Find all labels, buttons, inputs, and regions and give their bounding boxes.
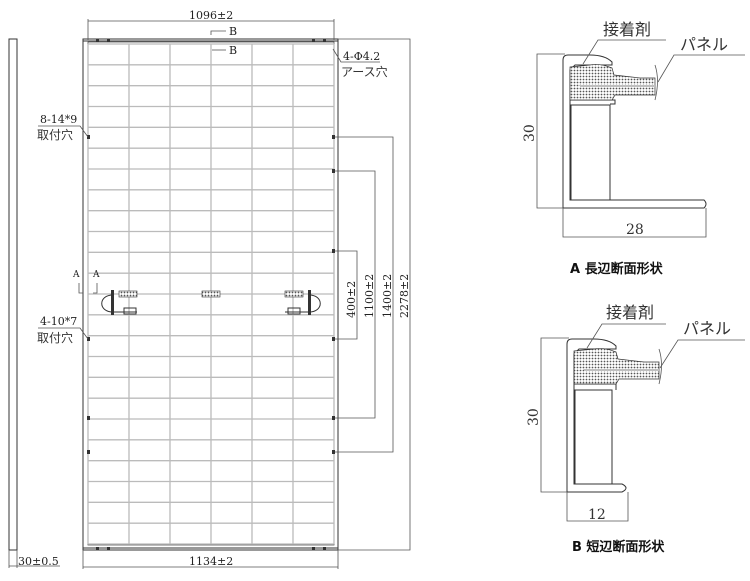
dimension-1134: 1134±2	[82, 550, 339, 569]
panel-label-b: パネル	[683, 319, 731, 338]
svg-text:12: 12	[588, 507, 606, 523]
svg-text:28: 28	[626, 222, 644, 238]
dimension-1096: 1096±2	[87, 9, 335, 40]
svg-text:A: A	[92, 270, 100, 280]
svg-text:1100±2: 1100±2	[363, 274, 376, 318]
section-b-drawing: 接着剤 パネル 30 12 B 短辺断面形状	[526, 303, 745, 555]
svg-text:1134±2: 1134±2	[189, 555, 233, 568]
ground-hole-callout: 4-Φ4.2 アース穴	[332, 48, 388, 79]
adhesive-label-b: 接着剤	[606, 303, 654, 322]
svg-text:30: 30	[522, 124, 538, 142]
svg-text:4-Φ4.2: 4-Φ4.2	[343, 50, 380, 63]
svg-text:取付穴: 取付穴	[37, 127, 73, 142]
svg-text:30: 30	[526, 408, 542, 426]
svg-text:4-10*7: 4-10*7	[40, 315, 77, 328]
side-profile: 30±0.5	[8, 38, 60, 568]
svg-text:400±2: 400±2	[345, 281, 358, 318]
svg-text:B: B	[229, 25, 237, 38]
svg-text:1096±2: 1096±2	[189, 9, 233, 22]
mounting-holes	[87, 39, 335, 550]
svg-text:A: A	[72, 270, 80, 280]
svg-text:1400±2: 1400±2	[381, 274, 394, 318]
panel-front-view	[82, 38, 339, 551]
mount-hole-top-callout: 8-14*9 取付穴	[37, 113, 89, 142]
section-a-drawing: 接着剤 パネル 30 28 A 長辺断面形状	[522, 20, 745, 277]
panel-label-a: パネル	[680, 35, 728, 54]
svg-text:2278±2: 2278±2	[398, 274, 411, 318]
junction-boxes	[101, 290, 321, 315]
section-b-title: B 短辺断面形状	[572, 539, 665, 555]
svg-text:8-14*9: 8-14*9	[40, 113, 77, 126]
section-b-marker: B B	[210, 25, 237, 57]
svg-text:B: B	[229, 44, 237, 57]
thickness-dimension: 30±0.5	[18, 555, 59, 568]
section-a-title: A 長辺断面形状	[570, 261, 664, 277]
svg-text:取付穴: 取付穴	[37, 330, 73, 345]
section-a-marker: A A	[72, 270, 100, 294]
vertical-dimensions: 400±2 1100±2 1400±2 2278±2	[335, 38, 411, 551]
svg-text:アース穴: アース穴	[341, 64, 388, 79]
adhesive-label-a: 接着剤	[603, 20, 651, 39]
mount-hole-mid-callout: 4-10*7 取付穴	[37, 315, 89, 345]
